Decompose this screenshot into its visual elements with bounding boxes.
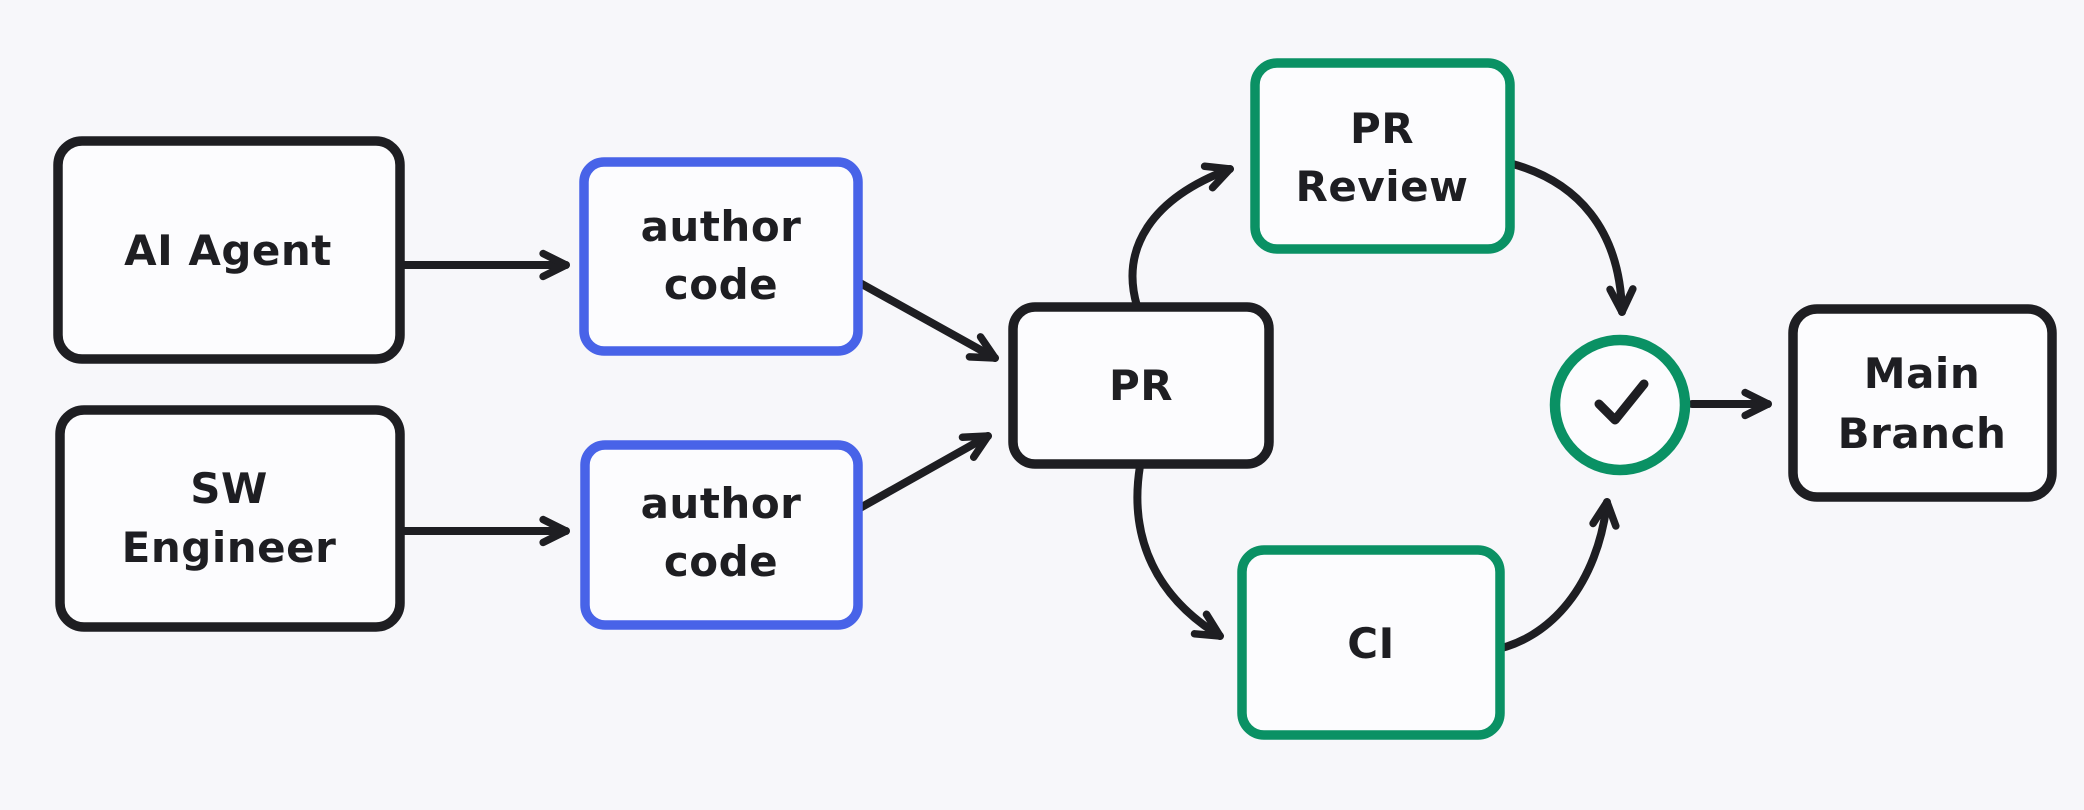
arrow-pr-to-ci (1133, 462, 1224, 640)
ci-box (1237, 545, 1505, 740)
check-icon (1594, 379, 1649, 425)
pr-review-label-line2: Review (1296, 162, 1469, 211)
main-branch-box (1788, 304, 2057, 502)
node-pr-review: PR Review (1250, 58, 1515, 254)
author-code-bottom-box (580, 440, 863, 630)
node-ai-agent: AI Agent (53, 136, 405, 364)
arrow-author-code-bottom-to-pr (856, 432, 992, 512)
node-main-branch: Main Branch (1788, 304, 2057, 502)
node-pr: PR (1008, 302, 1274, 469)
node-author-code-bottom: author code (580, 440, 863, 630)
author-code-bottom-label-line2: code (664, 537, 778, 586)
main-branch-label-line2: Branch (1838, 409, 2007, 458)
main-branch-label-line1: Main (1864, 349, 1980, 398)
node-author-code-top: author code (579, 157, 863, 356)
author-code-bottom-label-line1: author (641, 479, 802, 528)
node-sw-engineer: SW Engineer (55, 405, 405, 632)
pr-box (1008, 302, 1274, 469)
arrow-ci-to-check (1484, 498, 1620, 655)
author-code-top-label-line1: author (641, 202, 802, 251)
arrow-pr-to-pr-review (1128, 162, 1234, 310)
ai-agent-box (53, 136, 405, 364)
approval-check-circle (1549, 334, 1691, 476)
edges-layer (398, 159, 1772, 655)
pr-review-box (1250, 58, 1515, 254)
arrow-author-code-top-to-pr (856, 279, 999, 362)
arrow-pr-review-to-check (1505, 159, 1637, 316)
node-ci: CI (1237, 545, 1505, 740)
node-approval-check (1549, 334, 1691, 476)
pr-label: PR (1109, 361, 1173, 410)
pr-review-label-line1: PR (1350, 104, 1414, 153)
sw-engineer-box (55, 405, 405, 632)
sw-engineer-label-line1: SW (190, 464, 268, 513)
author-code-top-label-line2: code (664, 260, 778, 309)
ci-label: CI (1347, 619, 1394, 668)
ai-agent-label: AI Agent (124, 226, 332, 275)
author-code-top-box (579, 157, 863, 356)
sw-engineer-label-line2: Engineer (122, 523, 337, 572)
